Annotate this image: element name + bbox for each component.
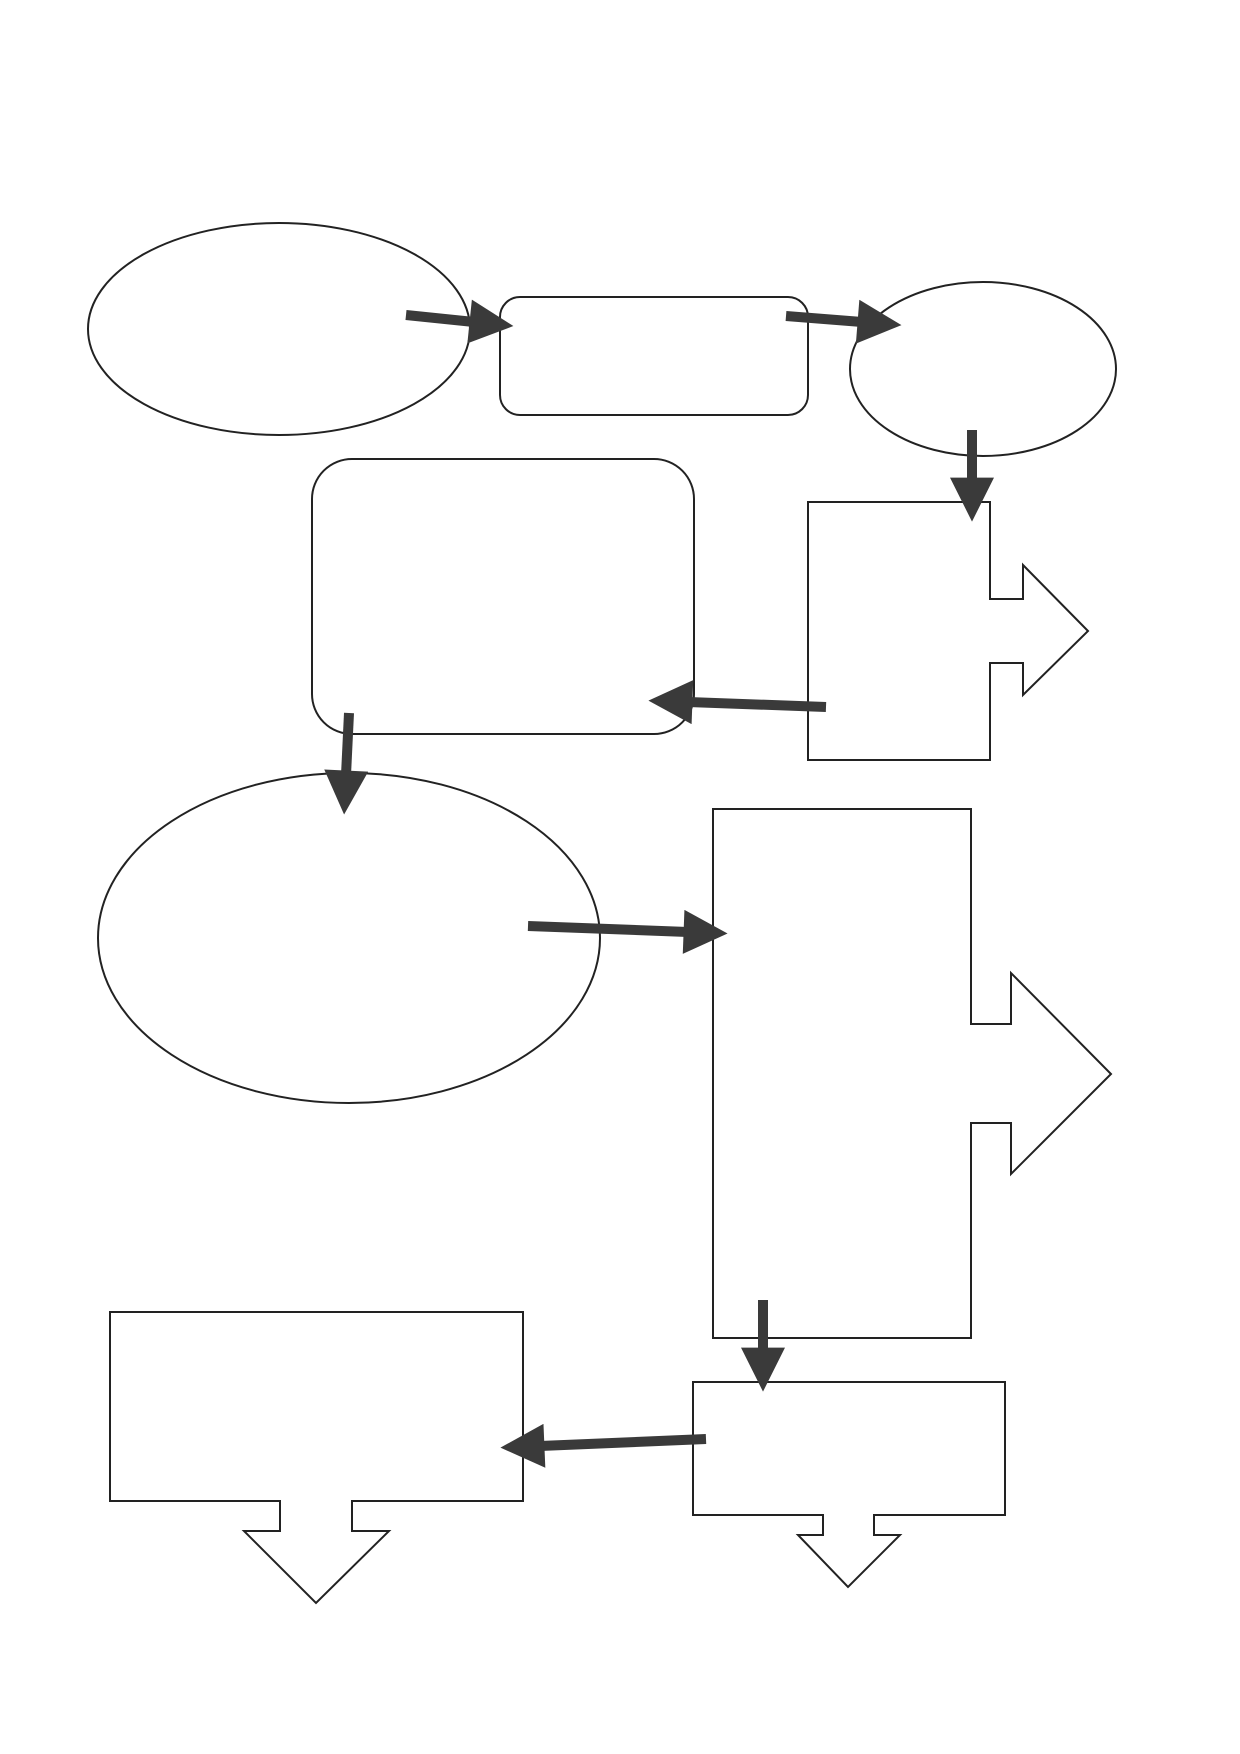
connector-arrow [405, 299, 514, 344]
right-arrow-callout-large [712, 808, 1113, 1339]
connector-arrow [527, 909, 728, 954]
connector-arrow [648, 680, 827, 725]
down-arrow-callout-bottom-left [109, 1311, 524, 1605]
down-arrow-callout-bottom-right [692, 1381, 1006, 1589]
oval-top-left [87, 222, 471, 436]
connector-arrow [785, 299, 902, 344]
connector-arrow [324, 712, 369, 815]
right-arrow-callout-upper [807, 501, 1090, 761]
oval-top-right [849, 281, 1117, 457]
connector-arrow [500, 1423, 707, 1468]
oval-middle-left [97, 772, 601, 1104]
rounded-rect-middle-left [311, 458, 695, 735]
rounded-rect-top-center [499, 296, 809, 416]
